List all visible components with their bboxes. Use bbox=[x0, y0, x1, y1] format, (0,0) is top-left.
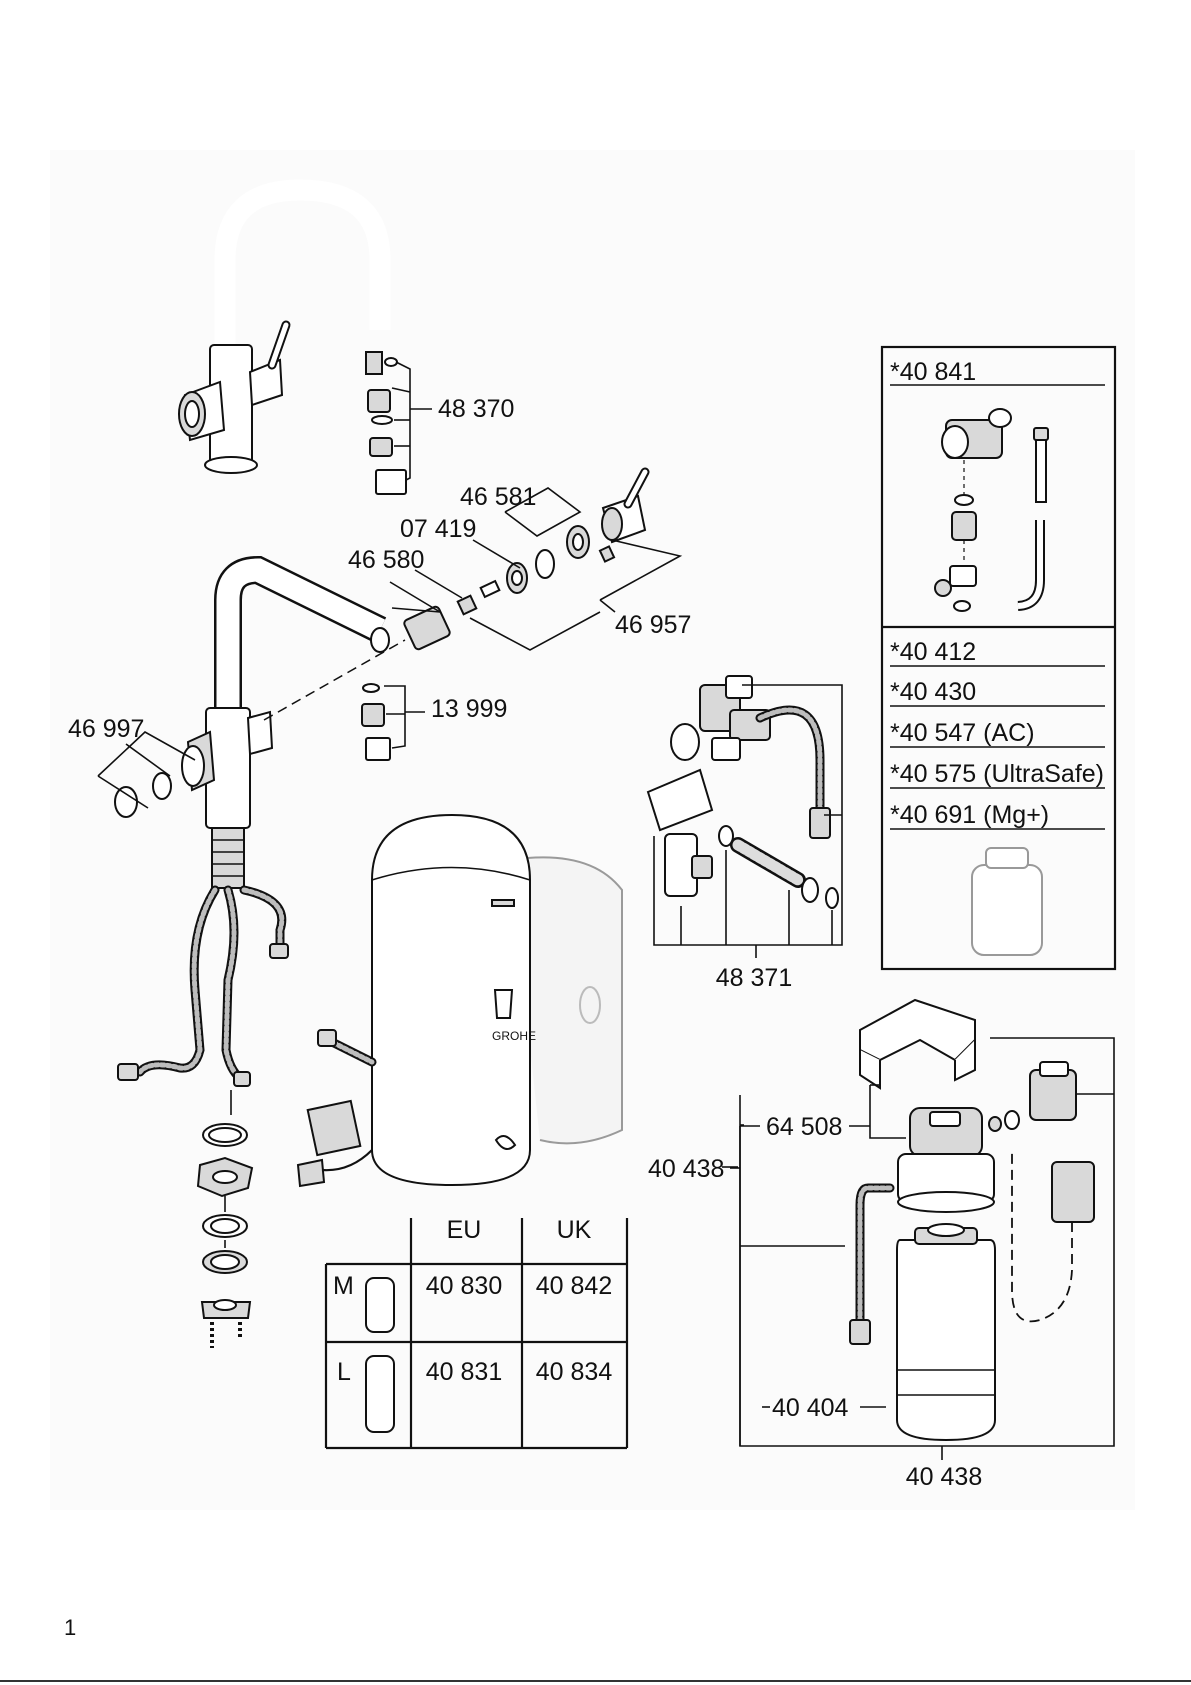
callout-filter-head: 40 438 bbox=[648, 1155, 724, 1183]
callout-handle-set: 46 957 bbox=[615, 611, 691, 639]
table-size-l: L bbox=[337, 1358, 351, 1386]
callout-holder: 64 508 bbox=[766, 1113, 842, 1141]
callout-filter-cartridge: 40 404 bbox=[772, 1394, 849, 1422]
table-uk-m: 40 842 bbox=[536, 1272, 612, 1300]
tank-m-icon bbox=[366, 1278, 394, 1332]
table-eu-l: 40 831 bbox=[426, 1358, 502, 1386]
accessory-item-2: *40 430 bbox=[890, 678, 976, 706]
callout-nut: 07 419 bbox=[400, 515, 476, 543]
footer-rule bbox=[0, 1680, 1191, 1682]
table-eu-m: 40 830 bbox=[426, 1272, 502, 1300]
page-number: 1 bbox=[64, 1615, 76, 1641]
accessory-item-3: *40 547 (AC) bbox=[890, 719, 1035, 747]
table-size-m: M bbox=[333, 1272, 354, 1300]
table-header-uk: UK bbox=[557, 1216, 592, 1244]
table-header-eu: EU bbox=[447, 1216, 482, 1244]
callout-trim-ring-set: 46 997 bbox=[68, 715, 144, 743]
accessory-item-1: *40 412 bbox=[890, 638, 976, 666]
table-uk-l: 40 834 bbox=[536, 1358, 613, 1386]
callout-ring-set: 46 581 bbox=[460, 483, 536, 511]
callout-spray-head-set: 48 370 bbox=[438, 395, 514, 423]
accessory-item-4: *40 575 (UltraSafe) bbox=[890, 760, 1104, 788]
callout-valve-set: 48 371 bbox=[716, 964, 792, 992]
accessory-main-item: *40 841 bbox=[890, 358, 976, 386]
callout-filter-set: 40 438 bbox=[906, 1463, 982, 1491]
svg-text:GROHE: GROHE bbox=[492, 1029, 536, 1043]
tank-l-icon bbox=[366, 1356, 394, 1432]
callout-cartridge: 46 580 bbox=[348, 546, 424, 574]
accessory-item-5: *40 691 (Mg+) bbox=[890, 801, 1049, 829]
callout-aerator-set: 13 999 bbox=[431, 695, 507, 723]
